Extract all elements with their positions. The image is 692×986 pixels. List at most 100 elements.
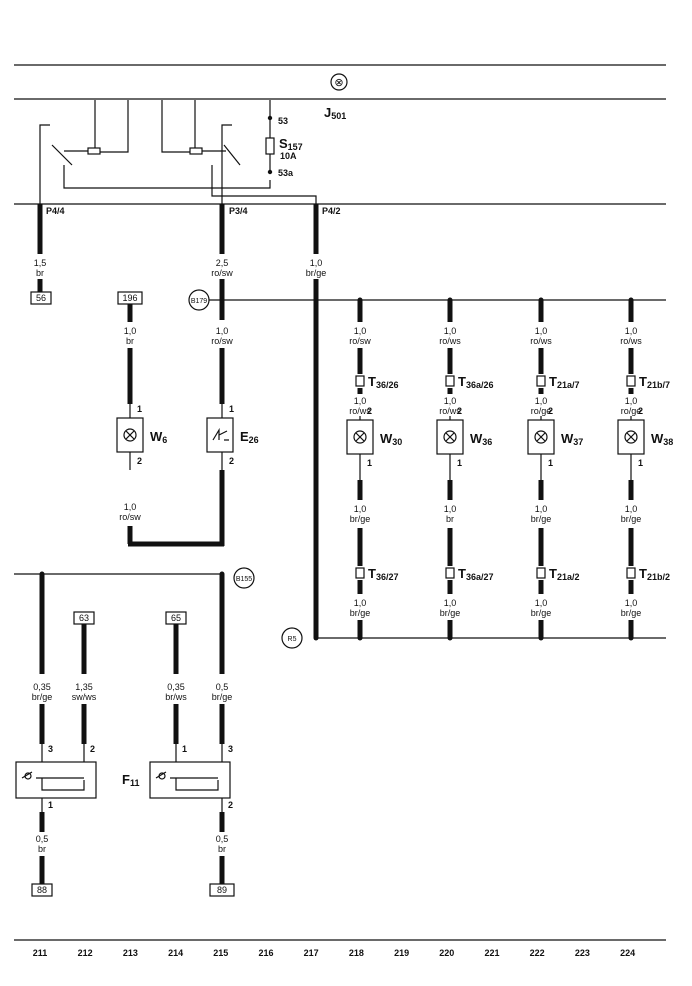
svg-text:br/ge: br/ge — [531, 514, 552, 524]
svg-text:2: 2 — [137, 456, 142, 466]
svg-text:1,0: 1,0 — [354, 396, 367, 406]
term-53a: 53a — [278, 168, 294, 178]
lamp-w6-icon — [123, 428, 137, 442]
lamp-w6 — [116, 417, 144, 453]
svg-text:1: 1 — [48, 800, 53, 810]
lamp-column-2: 1,0ro/wsT21a/71,0ro/ge2W3711,0br/geT21a/… — [527, 297, 583, 641]
switch-f11 — [149, 761, 231, 799]
svg-text:2: 2 — [638, 406, 643, 416]
connector-bottom-label: T21a/2 — [549, 566, 579, 582]
connector-bottom-label: T36a/27 — [458, 566, 493, 582]
svg-text:196: 196 — [122, 293, 137, 303]
svg-text:ro/ws: ro/ws — [620, 336, 642, 346]
svg-text:1: 1 — [367, 458, 372, 468]
svg-text:1,0: 1,0 — [354, 326, 367, 336]
connector-top-label: T21a/7 — [549, 374, 579, 390]
column-number: 224 — [620, 948, 635, 958]
svg-text:89: 89 — [217, 885, 227, 895]
ref-box-56 — [30, 291, 52, 305]
connector-bottom-icon — [355, 567, 365, 579]
lamp-column-1: 1,0ro/wsT36a/261,0ro/ws2W3611,0brT36a/27… — [436, 297, 493, 641]
svg-text:ro/sw: ro/sw — [211, 336, 233, 346]
pin-p42: P4/2 — [322, 206, 341, 216]
svg-text:1,0: 1,0 — [354, 504, 367, 514]
connector-bottom-label: T36/27 — [368, 566, 398, 582]
switch-left — [15, 761, 97, 799]
svg-text:1: 1 — [182, 744, 187, 754]
connector-bottom-label: T21b/2 — [639, 566, 670, 582]
svg-text:br/ws: br/ws — [165, 692, 187, 702]
svg-text:ro/sw: ro/sw — [349, 336, 371, 346]
connector-bottom-icon — [445, 567, 455, 579]
lamp-box — [436, 419, 464, 455]
connector-top-icon — [355, 375, 365, 387]
lamp-column-3: 1,0ro/wsT21b/71,0ro/ge2W3811,0br/geT21b/… — [617, 297, 673, 641]
svg-text:1,0: 1,0 — [444, 396, 457, 406]
svg-text:br/ge: br/ge — [212, 692, 233, 702]
svg-text:63: 63 — [79, 613, 89, 623]
svg-text:2: 2 — [367, 406, 372, 416]
svg-text:2: 2 — [229, 456, 234, 466]
svg-text:0,5: 0,5 — [216, 682, 229, 692]
column-number: 221 — [484, 948, 499, 958]
column-number: 215 — [213, 948, 228, 958]
connector-top-icon — [626, 375, 636, 387]
column-number: 212 — [78, 948, 93, 958]
svg-text:B155: B155 — [236, 576, 252, 583]
switch-f11-label: F11 — [122, 772, 139, 788]
svg-text:1,0: 1,0 — [354, 598, 367, 608]
ground-symbol-icon: ⊗ — [330, 73, 348, 91]
connector-bottom-icon — [536, 567, 546, 579]
svg-text:1,0: 1,0 — [444, 598, 457, 608]
svg-text:1,0: 1,0 — [124, 326, 137, 336]
svg-text:1,0: 1,0 — [625, 598, 638, 608]
svg-text:1,0: 1,0 — [535, 598, 548, 608]
svg-text:br/ge: br/ge — [440, 608, 461, 618]
svg-text:br/ge: br/ge — [32, 692, 53, 702]
svg-text:ro/ge: ro/ge — [621, 406, 642, 416]
svg-text:ro/sw: ro/sw — [119, 512, 141, 522]
svg-text:1,0: 1,0 — [625, 504, 638, 514]
switch-e26-icon — [212, 427, 229, 441]
svg-text:2: 2 — [90, 744, 95, 754]
lamp-box — [527, 419, 555, 455]
column-number: 218 — [349, 948, 364, 958]
lamp-w6-label: W6 — [150, 429, 167, 445]
svg-text:0,5: 0,5 — [36, 834, 49, 844]
svg-text:br/ge: br/ge — [621, 514, 642, 524]
column-number: 214 — [168, 948, 183, 958]
svg-text:1: 1 — [229, 404, 234, 414]
switch-e26-label: E26 — [240, 429, 259, 445]
svg-text:2: 2 — [548, 406, 553, 416]
lamp-columns: 1,0ro/swT36/261,0ro/ws2W3011,0br/geT36/2… — [346, 297, 673, 641]
column-number: 223 — [575, 948, 590, 958]
connector-top-icon — [445, 375, 455, 387]
connector-top-icon — [536, 375, 546, 387]
svg-text:2,5: 2,5 — [216, 258, 229, 268]
svg-text:65: 65 — [171, 613, 181, 623]
svg-text:0,35: 0,35 — [167, 682, 185, 692]
svg-text:1,0: 1,0 — [625, 326, 638, 336]
svg-text:B179: B179 — [191, 298, 207, 305]
svg-text:1: 1 — [137, 404, 142, 414]
svg-text:br: br — [38, 844, 46, 854]
lamp-label: W30 — [380, 431, 402, 447]
svg-text:1,0: 1,0 — [625, 396, 638, 406]
svg-text:ro/ws: ro/ws — [530, 336, 552, 346]
svg-text:ro/ws: ro/ws — [439, 406, 461, 416]
ref-box-88 — [31, 883, 53, 897]
svg-text:br/ge: br/ge — [350, 514, 371, 524]
svg-text:1: 1 — [457, 458, 462, 468]
lamp-label: W38 — [651, 431, 673, 447]
svg-text:1,35: 1,35 — [75, 682, 93, 692]
junction-b155 — [233, 567, 255, 589]
svg-text:2: 2 — [228, 800, 233, 810]
column-number: 217 — [304, 948, 319, 958]
svg-text:br/ge: br/ge — [350, 608, 371, 618]
svg-text:2: 2 — [457, 406, 462, 416]
svg-text:1: 1 — [638, 458, 643, 468]
column-number: 219 — [394, 948, 409, 958]
svg-text:br/ge: br/ge — [531, 608, 552, 618]
